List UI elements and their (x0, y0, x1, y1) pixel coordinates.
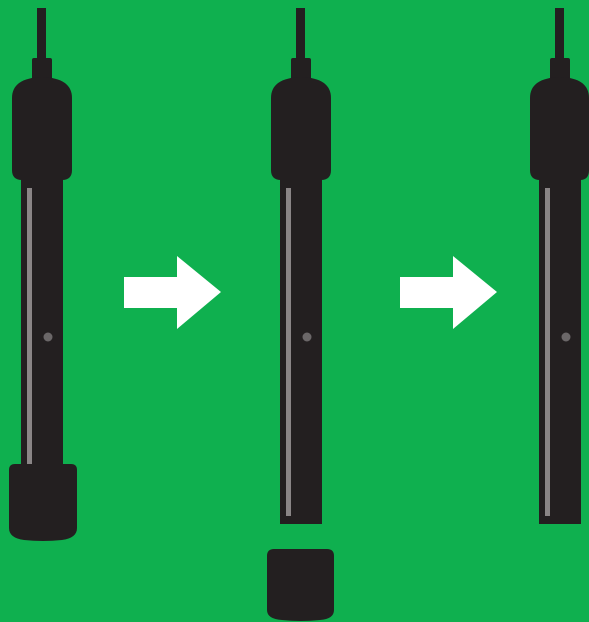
probe-cable-collar (32, 58, 52, 80)
probe-window-stripe (545, 188, 550, 516)
probe-handle (12, 77, 72, 180)
cap-removed (267, 8, 334, 621)
probe-indicator-dot (43, 332, 53, 342)
probe-handle (271, 77, 331, 180)
probe-handle (530, 77, 589, 180)
probe-window-stripe (27, 188, 32, 470)
probe-indicator-dot (302, 332, 312, 342)
probe-indicator-dot (561, 332, 571, 342)
probe-window-stripe (286, 188, 291, 516)
probe-cable (37, 8, 46, 63)
probe-cable-collar (550, 58, 570, 80)
probe-with-cap-on (9, 8, 77, 541)
step-arrow-1 (124, 256, 221, 329)
probe-cap-detached (267, 549, 334, 621)
probe-cable (296, 8, 305, 63)
step-arrow-2 (400, 256, 497, 329)
probe-cable-collar (291, 58, 311, 80)
probe-cable (555, 8, 564, 63)
probe-without-cap (530, 8, 589, 524)
probe-cap (9, 464, 77, 541)
